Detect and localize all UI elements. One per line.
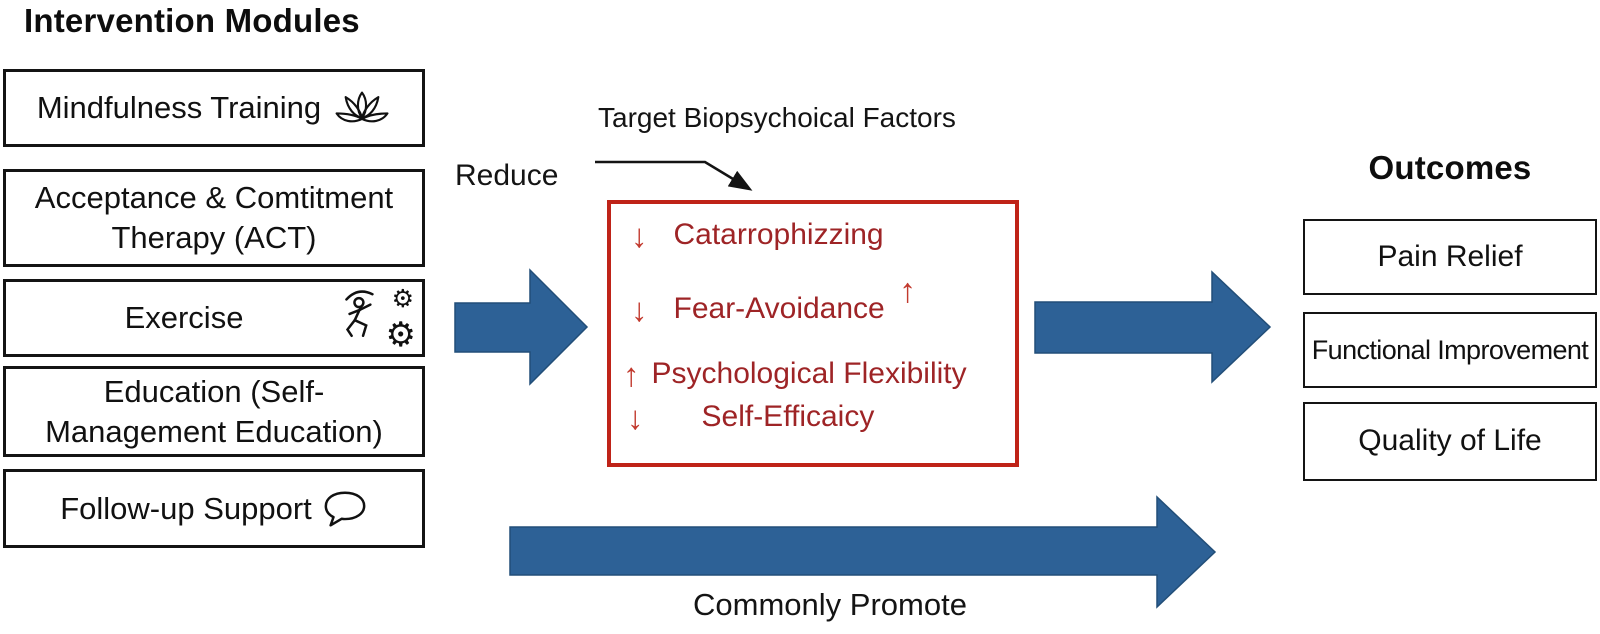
outcome-label: Functional Improvement xyxy=(1311,334,1589,365)
gear-icon: ⚙ xyxy=(391,284,414,313)
factor-label: Fear-Avoidance xyxy=(673,292,885,325)
outcome-box-quality-of-life: Quality of Life xyxy=(1303,402,1597,481)
factor-row-fear-avoidance: ↓ Fear-Avoidance xyxy=(631,292,885,326)
commonly-promote-label: Commonly Promote xyxy=(693,587,967,622)
flow-arrow-modules-to-factors xyxy=(454,268,589,386)
factor-label: Catarrophizzing xyxy=(673,218,884,251)
up-arrow-icon: ↑ xyxy=(899,272,916,310)
right-panel-title: Outcomes xyxy=(1368,149,1532,186)
module-label: Mindfulness Training xyxy=(36,90,322,126)
module-box-education: Education (Self-Management Education) xyxy=(3,366,425,457)
speech-bubble-icon xyxy=(322,489,368,529)
down-arrow-icon: ↓ xyxy=(627,398,644,436)
module-label: Education (Self-Management Education) xyxy=(45,373,383,449)
target-factors-label: Target Biopsychoical Factors xyxy=(598,102,956,133)
flow-arrow-factors-to-outcomes xyxy=(1034,270,1272,384)
factor-label: Self-Efficaicy xyxy=(701,400,875,433)
module-box-followup: Follow-up Support xyxy=(3,469,425,548)
runner-gears-icon: ⚙ ⚙ xyxy=(342,284,416,352)
outcome-box-functional-improvement: Functional Improvement xyxy=(1303,312,1597,388)
factor-row-self-efficacy: ↓ Self-Efficaicy xyxy=(627,400,874,434)
down-arrow-icon: ↓ xyxy=(631,290,648,328)
up-arrow-icon: ↑ xyxy=(623,355,640,393)
module-box-act: Acceptance & Comtitment Therapy (ACT) xyxy=(3,169,425,267)
factor-label: Psychological Flexibility xyxy=(651,357,967,390)
lotus-icon xyxy=(333,88,391,128)
outcome-label: Pain Relief xyxy=(1377,239,1523,273)
flow-arrow-commonly-promote xyxy=(509,495,1217,609)
biopsychosocial-factors-box: ↓ Catarrophizzing ↓ Fear-Avoidance ↑ ↑ P… xyxy=(607,200,1019,467)
left-panel-title: Intervention Modules xyxy=(24,2,360,39)
outcome-box-pain-relief: Pain Relief xyxy=(1303,219,1597,295)
module-label: Acceptance & Comtitment Therapy (ACT) xyxy=(34,180,394,255)
reduce-label: Reduce xyxy=(455,159,559,192)
module-box-mindfulness: Mindfulness Training xyxy=(3,69,425,147)
outcome-label: Quality of Life xyxy=(1358,424,1542,458)
module-label: Exercise xyxy=(124,300,244,336)
module-label: Follow-up Support xyxy=(60,490,312,526)
down-arrow-icon: ↓ xyxy=(631,216,648,254)
gear-icon: ⚙ xyxy=(385,315,416,355)
factor-row-psychological-flexibility: ↑ Psychological Flexibility xyxy=(623,357,967,391)
module-box-exercise: Exercise ⚙ ⚙ xyxy=(3,279,425,357)
factor-row-catastrophizing: ↓ Catarrophizzing xyxy=(631,218,884,252)
annotation-arrow-icon xyxy=(595,160,753,191)
